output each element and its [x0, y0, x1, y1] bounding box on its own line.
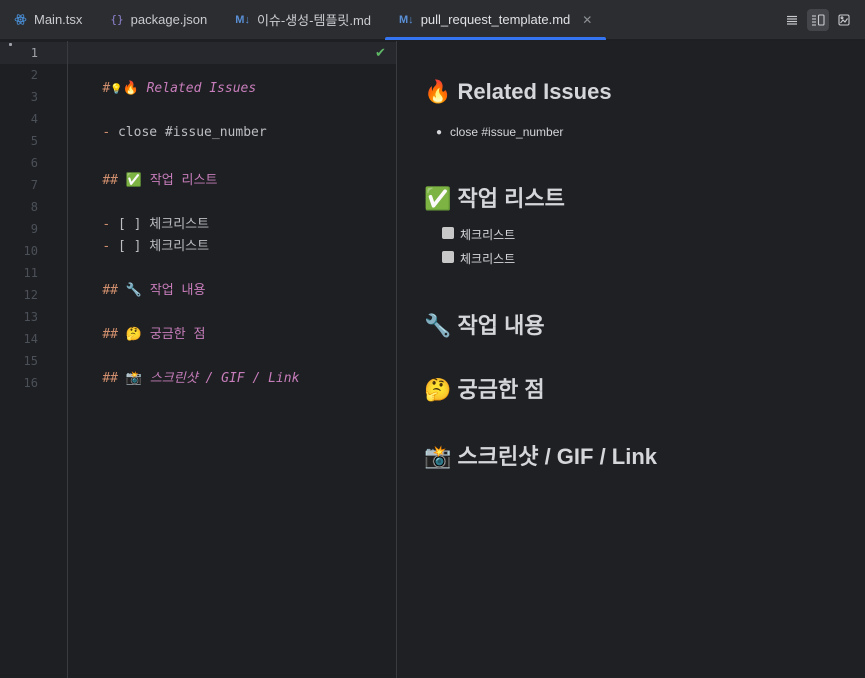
react-icon	[14, 13, 27, 26]
line-number: 13	[23, 310, 38, 324]
no-problems-check-icon[interactable]: ✔	[375, 45, 386, 60]
task-text: 체크리스트	[149, 239, 210, 254]
line-number: 16	[23, 376, 38, 390]
json-icon: {}	[110, 13, 124, 26]
tab-main-tsx[interactable]: Main.tsx	[0, 0, 96, 40]
heading-text: Related Issues	[146, 81, 257, 96]
preview-only-icon[interactable]	[833, 9, 855, 31]
bullet: ●	[436, 127, 443, 138]
line-number: 7	[30, 178, 38, 192]
preview-heading-related-issues: 🔥 Related Issues	[424, 79, 612, 104]
close-icon[interactable]: ✕	[582, 12, 593, 27]
heading-marker: ##	[102, 283, 118, 298]
heading-marker: ##	[102, 173, 118, 188]
thinking-emoji: 🤔	[125, 327, 142, 342]
code-line-11: ## 🔧 작업 내용	[71, 264, 205, 313]
code-line-4: - close #issue_number	[71, 110, 267, 155]
preview-checkbox[interactable]	[442, 227, 454, 239]
tab-label: pull_request_template.md	[420, 12, 571, 27]
heading-marker: ##	[102, 327, 118, 342]
task-text: 체크리스트	[149, 217, 210, 232]
code-line-13: ## 🤔 궁금한 점	[71, 308, 205, 357]
line-number: 14	[23, 332, 38, 346]
tab-pull-request-template-md[interactable]: M↓ pull_request_template.md ✕	[385, 0, 607, 40]
preview-checkbox-label: 체크리스트	[460, 252, 516, 266]
line-number: 10	[23, 244, 38, 258]
heading-text: 스크린샷 / GIF / Link	[149, 371, 300, 386]
preview-list-item: close #issue_number	[450, 125, 564, 139]
code-line-2: #💡🔥 Related Issues	[71, 66, 256, 111]
preview-heading-task-list: ✅ 작업 리스트	[424, 186, 565, 211]
code-line-8: - [ ] 체크리스트	[71, 198, 209, 247]
tab-label: 이슈-생성-템플릿.md	[256, 13, 372, 28]
view-mode-switch	[781, 9, 855, 31]
preview-heading-work-content: 🔧 작업 내용	[424, 313, 545, 338]
line-number: 3	[30, 90, 38, 104]
markdown-preview: 🔥 Related Issues ● close #issue_number ✅…	[398, 41, 865, 678]
preview-heading-screenshot: 📸 스크린샷 / GIF / Link	[424, 444, 658, 469]
line-number: 9	[30, 222, 38, 236]
line-number: 1	[30, 46, 38, 60]
list-marker: -	[102, 125, 111, 140]
code-line-9: - [ ] 체크리스트	[71, 220, 209, 269]
wrench-emoji: 🔧	[125, 283, 142, 298]
line-number: 11	[23, 266, 38, 280]
current-line-highlight	[0, 42, 396, 64]
markdown-editor[interactable]: 1 2 3 4 5 6 7 8 9 10 11 12 13 14 15 16 ✔…	[0, 41, 397, 678]
line-number: 12	[23, 288, 38, 302]
line-number: 4	[30, 112, 38, 126]
line-number: 6	[30, 156, 38, 170]
editor-only-icon[interactable]	[781, 9, 803, 31]
heading-marker: #	[102, 81, 111, 96]
bookmark-marker	[9, 43, 12, 46]
line-number: 5	[30, 134, 38, 148]
line-number-gutter	[0, 41, 68, 678]
list-marker: -	[102, 217, 111, 232]
line-number: 8	[30, 200, 38, 214]
fire-emoji: 🔥	[122, 81, 139, 96]
list-text: close #issue_number	[117, 125, 267, 140]
heading-text: 궁금한 점	[149, 327, 206, 342]
camera-emoji: 📸	[125, 371, 142, 386]
editor-and-preview-icon[interactable]	[807, 9, 829, 31]
preview-checkbox[interactable]	[442, 251, 454, 263]
code-line-15: ## 📸 스크린샷 / GIF / Link	[71, 352, 299, 401]
tab-issue-template-md[interactable]: M↓ 이슈-생성-템플릿.md	[221, 0, 385, 40]
code-line-6: ## ✅ 작업 리스트	[71, 154, 217, 203]
line-number: 2	[30, 68, 38, 82]
preview-heading-questions: 🤔 궁금한 점	[424, 377, 545, 402]
editor-tab-bar: Main.tsx {} package.json M↓ 이슈-생성-템플릿.md…	[0, 0, 865, 40]
markdown-icon: M↓	[235, 13, 250, 26]
preview-checkbox-label: 체크리스트	[460, 228, 516, 242]
heading-text: 작업 내용	[149, 283, 206, 298]
tab-label: package.json	[130, 12, 208, 27]
task-box: [ ]	[117, 239, 142, 254]
markdown-icon: M↓	[399, 13, 414, 26]
intention-bulb-icon[interactable]: 💡	[110, 84, 123, 95]
heading-text: 작업 리스트	[149, 173, 218, 188]
line-number: 15	[23, 354, 38, 368]
tab-label: Main.tsx	[34, 12, 83, 27]
tab-package-json[interactable]: {} package.json	[96, 0, 221, 40]
check-emoji: ✅	[125, 173, 142, 188]
heading-marker: ##	[102, 371, 118, 386]
task-box: [ ]	[117, 217, 142, 232]
list-marker: -	[102, 239, 111, 254]
